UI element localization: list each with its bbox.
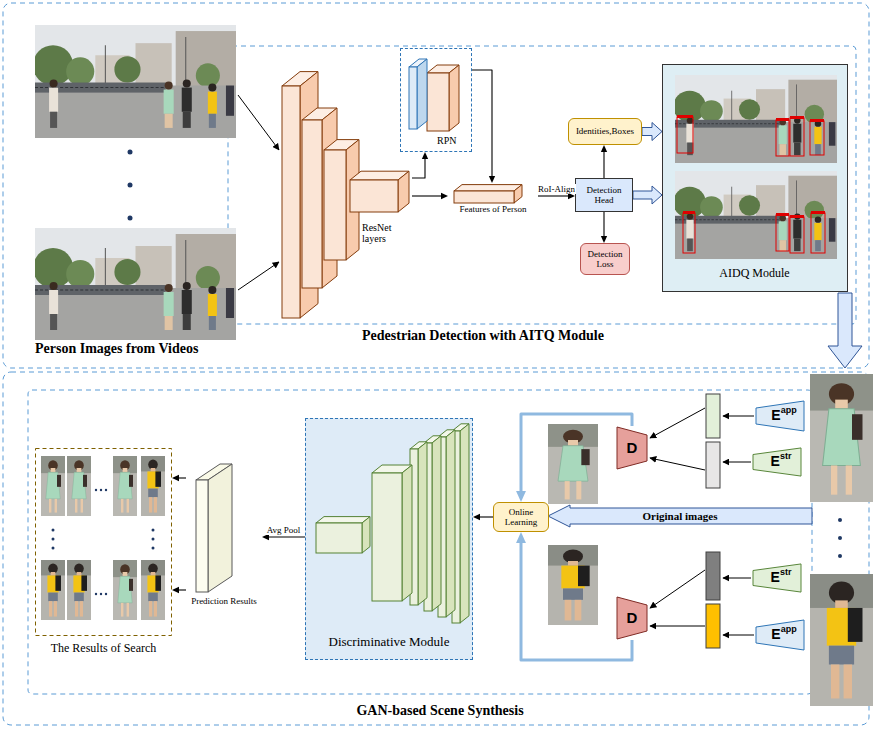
photo — [33, 25, 236, 138]
connector-line — [412, 195, 442, 196]
node-text: Detection Loss — [581, 249, 629, 269]
shape-art — [186, 462, 262, 614]
connector-line — [472, 70, 492, 177]
encoder: Eapp — [755, 619, 805, 651]
connector — [516, 414, 632, 502]
photo — [810, 574, 873, 706]
connector-line — [603, 212, 604, 237]
feature-map: Features of Person — [448, 183, 538, 221]
node-text: Discriminative Module — [306, 635, 472, 650]
node-text: E — [771, 454, 780, 470]
node-text: Detection Head — [576, 185, 632, 205]
loss-box: Detection Loss — [580, 243, 630, 275]
connector — [412, 152, 428, 178]
connector-line — [521, 414, 632, 493]
person-strip — [810, 374, 873, 706]
arrowhead — [172, 475, 179, 481]
block-arrow — [828, 293, 862, 368]
connector-line — [479, 516, 493, 517]
input-arrow — [238, 95, 279, 290]
shape-art — [35, 448, 172, 636]
node-text: AIDQ Module — [663, 267, 846, 280]
block-arrow — [642, 123, 662, 141]
section-title: Person Images from Videos — [35, 341, 198, 357]
node-text: Features of Person — [448, 204, 538, 214]
arrowhead — [601, 236, 607, 243]
node-text: Online Learning — [494, 507, 548, 527]
connector — [516, 532, 632, 660]
shape-art — [306, 419, 474, 661]
arrowhead — [601, 145, 607, 152]
section-title: Original images — [641, 510, 720, 523]
arrowhead — [172, 587, 179, 593]
connector-line — [538, 195, 569, 196]
node-text: D — [627, 440, 638, 457]
process-box: Online Learning — [493, 502, 549, 532]
node-text: E — [771, 408, 780, 424]
connector — [642, 123, 662, 141]
arrowhead — [516, 532, 526, 543]
arrowhead — [473, 514, 480, 520]
connector-line — [603, 151, 604, 178]
node-text: Identities,Boxes — [576, 126, 634, 136]
photo — [33, 228, 236, 340]
connector — [473, 514, 493, 520]
connector-line — [268, 536, 305, 537]
arrowhead — [441, 193, 448, 199]
output-box: Identities,Boxes — [568, 118, 642, 145]
module-panel: AIDQ Module — [662, 64, 848, 292]
node-text: app — [781, 405, 797, 415]
photo — [548, 424, 598, 504]
connector — [412, 193, 448, 199]
connector-line — [412, 158, 425, 178]
photo — [810, 374, 873, 502]
edge-label: Avg Pool — [266, 525, 302, 535]
connector-line — [521, 541, 632, 660]
resnet-block: ResNet layers — [280, 56, 412, 320]
node-text: Prediction Results — [186, 596, 262, 606]
discriminator: D — [616, 596, 648, 640]
prediction-vector: Prediction Results — [186, 462, 262, 614]
shape-art — [280, 56, 412, 320]
discriminator: D — [616, 426, 648, 470]
connector — [472, 70, 495, 183]
block-arrow — [548, 505, 812, 527]
section-title: GAN-based Scene Synthesis — [356, 703, 523, 719]
arrowhead — [516, 491, 526, 502]
shape-art — [663, 65, 849, 293]
shape-art — [448, 183, 538, 221]
results-panel: The Results of Search — [35, 448, 172, 676]
node-text: D — [627, 610, 638, 627]
connector — [172, 475, 186, 481]
edge-label: RoI-Align — [537, 184, 576, 194]
node-text: E — [771, 570, 780, 586]
input-photos — [33, 25, 236, 340]
arrowhead — [422, 152, 428, 159]
node-text: The Results of Search — [35, 642, 172, 655]
encoder: Estr — [752, 563, 802, 593]
encoder: Eapp — [755, 400, 805, 432]
connector — [172, 587, 186, 593]
arrowhead — [489, 176, 495, 183]
encoder: Estr — [752, 447, 802, 477]
node-text: str — [780, 451, 792, 461]
region-border — [3, 3, 869, 725]
section-title: Pedestrian Detection with AITQ Module — [362, 328, 604, 344]
rpn-box: RPN — [400, 48, 472, 152]
block-arrow — [633, 186, 662, 204]
node-text: ResNet layers — [362, 222, 410, 244]
node-text: str — [780, 567, 792, 577]
module-panel: Discriminative Module — [305, 418, 473, 660]
node-text: E — [771, 627, 780, 643]
connector — [601, 212, 607, 243]
node-text: RPN — [437, 135, 456, 146]
connector — [601, 145, 607, 178]
node-text: app — [781, 624, 797, 634]
generated-crops — [548, 424, 598, 625]
photo — [548, 545, 598, 625]
process-box: Detection Head — [575, 178, 633, 212]
connector — [633, 186, 662, 204]
